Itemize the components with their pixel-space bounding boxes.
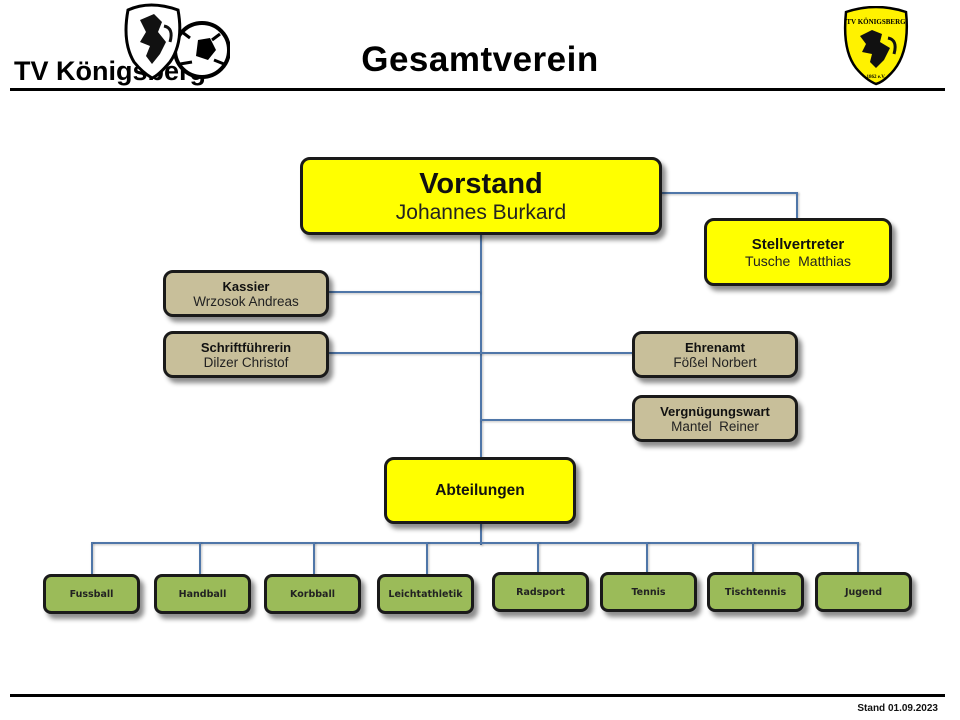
connector-dept-1	[199, 542, 201, 574]
node-role: Vorstand	[419, 167, 543, 200]
node-person: Fößel Norbert	[673, 354, 757, 370]
soccer-ball-icon	[173, 21, 230, 79]
connector-dept-5	[646, 542, 648, 574]
node-stellvertreter[interactable]: Stellvertreter Tusche Matthias	[704, 218, 892, 286]
dept-tennis[interactable]: Tennis	[600, 572, 697, 612]
dept-label: Radsport	[516, 586, 565, 598]
node-kassier[interactable]: Kassier Wrzosok Andreas	[163, 270, 329, 317]
crest-text-bottom: 1862 e.V.	[867, 75, 887, 80]
connector-stellvertreter-h	[660, 192, 798, 194]
dept-handball[interactable]: Handball	[154, 574, 251, 614]
dept-tischtennis[interactable]: Tischtennis	[707, 572, 804, 612]
node-abteilungen[interactable]: Abteilungen	[384, 457, 576, 524]
node-schriftfuehrerin[interactable]: Schriftführerin Dilzer Christof	[163, 331, 329, 378]
brand-text: TV Königsberg	[14, 56, 207, 86]
connector-stellvertreter-v	[796, 192, 798, 218]
connector-dept-6	[752, 542, 754, 574]
node-role: Stellvertreter	[751, 235, 845, 253]
dept-label: Leichtathletik	[388, 588, 463, 600]
stand-date: Stand 01.09.2023	[857, 703, 938, 714]
dept-label: Handball	[178, 588, 227, 600]
club-logo-left	[124, 3, 230, 80]
node-vorstand[interactable]: Vorstand Johannes Burkard	[300, 157, 662, 235]
page-title: Gesamtverein	[361, 40, 599, 79]
crest-text-top: TV KÖNIGSBERG	[846, 18, 906, 26]
dept-label: Korbball	[290, 588, 335, 600]
node-person: Dilzer Christof	[203, 354, 289, 370]
dept-leichtathletik[interactable]: Leichtathletik	[377, 574, 474, 614]
connector-dept-0	[91, 542, 93, 574]
dept-jugend[interactable]: Jugend	[815, 572, 912, 612]
dept-label: Tennis	[631, 586, 666, 598]
lion-icon	[860, 30, 897, 68]
node-role: Ehrenamt	[685, 339, 745, 355]
node-person: Wrzosok Andreas	[193, 293, 299, 309]
node-role: Vergnügungswart	[660, 403, 770, 419]
dept-label: Fussball	[69, 588, 114, 600]
node-person: Johannes Burkard	[395, 200, 567, 224]
dept-label: Jugend	[844, 586, 883, 598]
node-person: Mantel Reiner	[671, 418, 759, 434]
connector-kassier	[328, 291, 480, 293]
connector-dept-2	[313, 542, 315, 574]
dept-korbball[interactable]: Korbball	[264, 574, 361, 614]
node-role: Schriftführerin	[200, 339, 292, 355]
dept-radsport[interactable]: Radsport	[492, 572, 589, 612]
connector-vergnuegungswart	[480, 419, 633, 421]
connector-schriftfuehrerin-ehrenamt	[328, 352, 633, 354]
dept-fussball[interactable]: Fussball	[43, 574, 140, 614]
node-role: Abteilungen	[435, 481, 525, 499]
node-vergnuegungswart[interactable]: Vergnügungswart Mantel Reiner	[632, 395, 798, 442]
node-person: Tusche Matthias	[744, 252, 852, 269]
header-divider	[10, 88, 945, 91]
connector-dept-7	[857, 542, 859, 574]
node-ehrenamt[interactable]: Ehrenamt Fößel Norbert	[632, 331, 798, 378]
dept-label: Tischtennis	[724, 586, 787, 598]
connector-trunk	[480, 233, 482, 545]
footer-divider	[10, 694, 945, 697]
connector-departments-bar	[91, 542, 859, 544]
club-crest-right: TV KÖNIGSBERG 1862 e.V.	[843, 6, 908, 86]
connector-dept-3	[426, 542, 428, 574]
node-role: Kassier	[222, 278, 270, 294]
connector-dept-4	[537, 542, 539, 574]
shield-lion-icon	[124, 3, 182, 80]
